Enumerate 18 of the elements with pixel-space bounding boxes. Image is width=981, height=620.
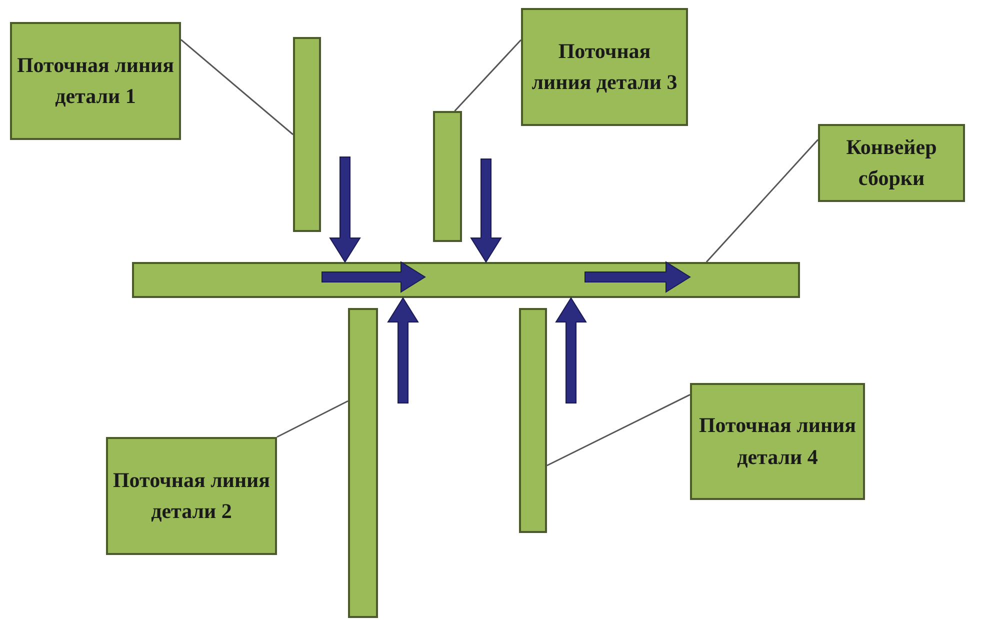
block-arrow xyxy=(329,156,361,263)
callout-box: Поточная линия детали 2 xyxy=(106,437,277,555)
leader-line xyxy=(454,39,522,112)
callout-box: Конвейер сборки xyxy=(818,124,965,202)
callout-box: Поточная линия детали 1 xyxy=(10,22,181,140)
block-arrow xyxy=(470,158,502,263)
conveyor-bar xyxy=(293,37,321,232)
leader-line xyxy=(180,39,294,136)
conveyor-bar xyxy=(519,308,547,533)
block-arrow xyxy=(387,297,419,404)
leader-line xyxy=(706,139,819,262)
leader-line xyxy=(276,400,348,438)
callout-box: Поточная линия детали 4 xyxy=(690,383,865,500)
callout-box: Поточная линия детали 3 xyxy=(521,8,688,126)
conveyor-bar xyxy=(348,308,378,618)
conveyor-bar xyxy=(433,111,462,242)
block-arrow xyxy=(555,297,587,404)
leader-line xyxy=(546,394,690,466)
